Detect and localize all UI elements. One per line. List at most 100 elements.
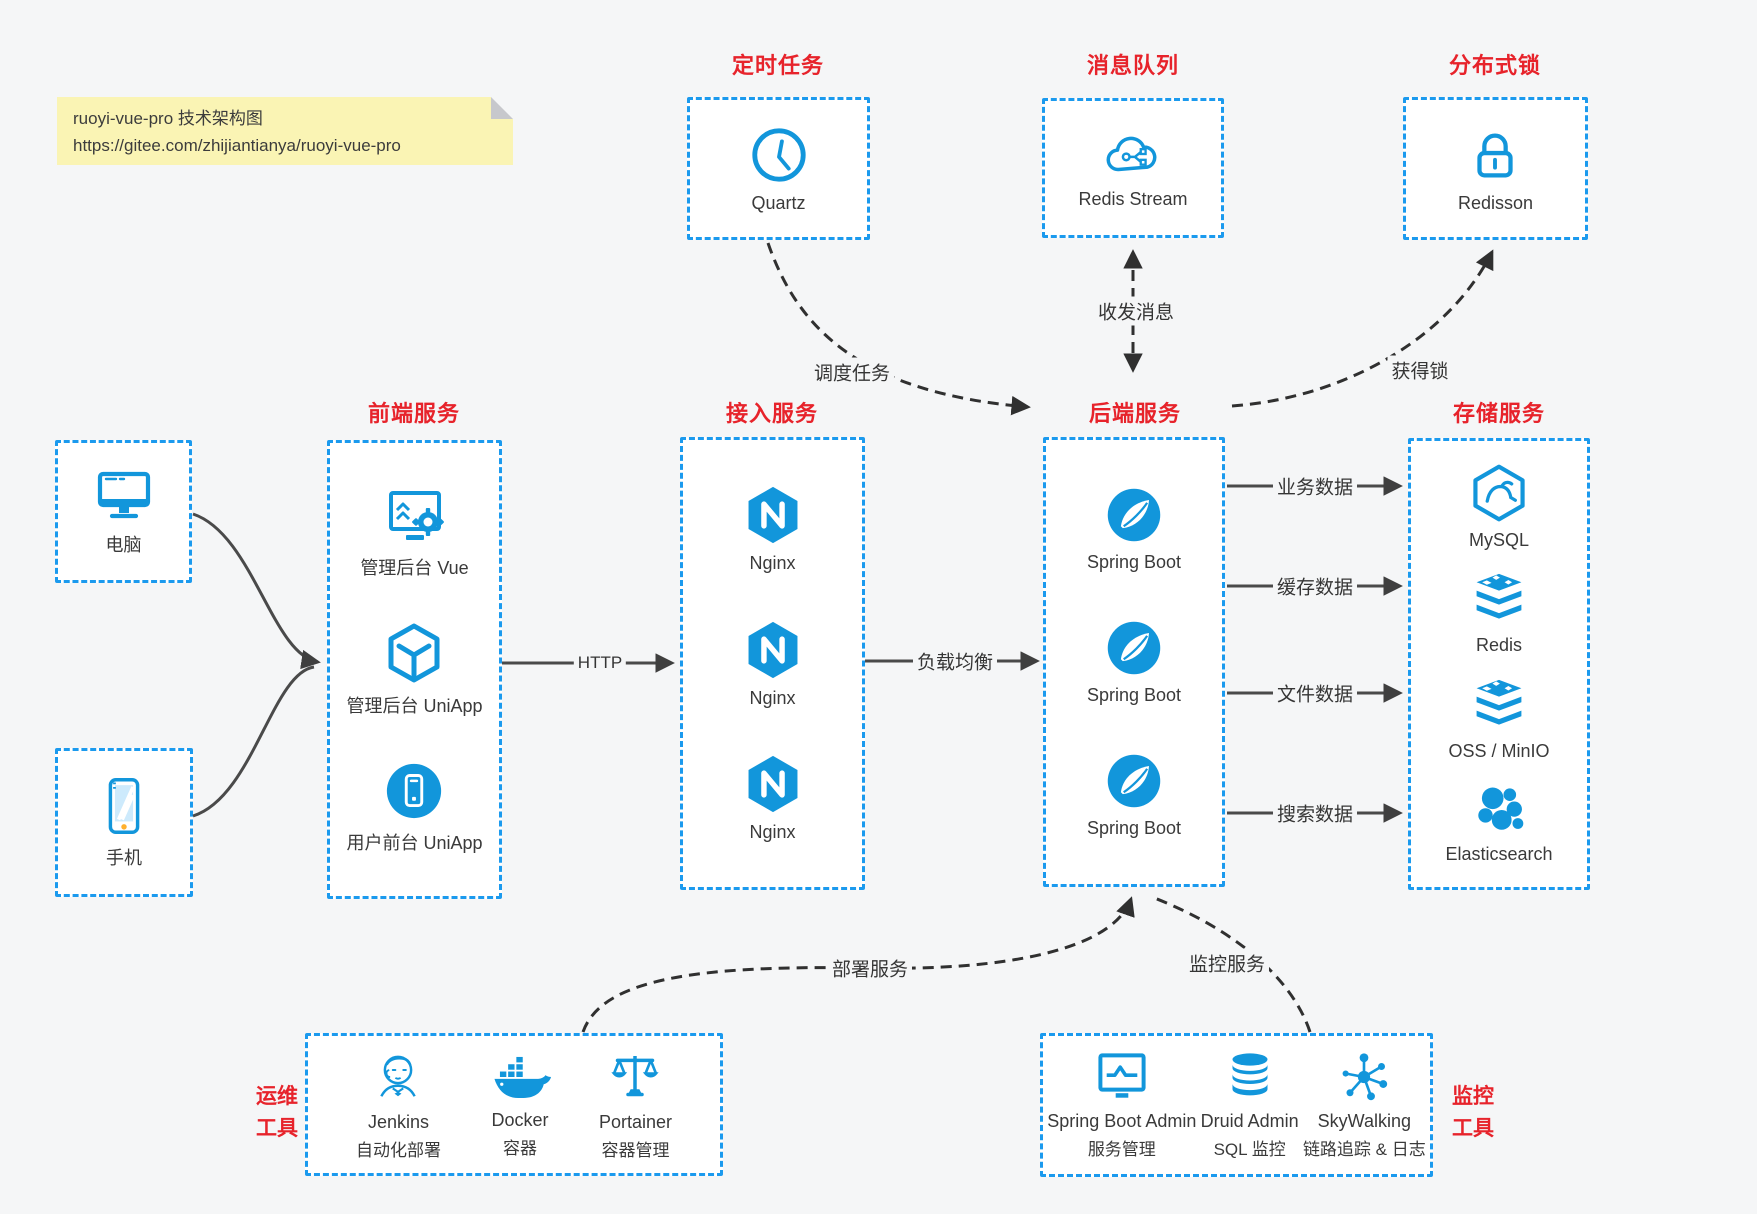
title-lock: 分布式锁 (1448, 53, 1541, 78)
spring-icon (1107, 488, 1161, 542)
nginx-icon (748, 487, 797, 544)
group-monitoring: Spring Boot Admin 服务管理 Druid Admin SQL 监… (1040, 1033, 1433, 1177)
node-label: Spring Boot (1086, 818, 1182, 838)
sba-monitor-icon (1098, 1053, 1146, 1098)
group-client-pc: 电脑 (55, 440, 192, 583)
node-label: Nginx (749, 687, 796, 708)
node-label: Portainer (598, 1111, 672, 1132)
node-sublabel: SQL 监控 (1213, 1140, 1286, 1159)
jenkins-icon (380, 1055, 417, 1097)
node-springboot-2: Spring Boot (1087, 618, 1181, 706)
node-label: Spring Boot (1086, 685, 1182, 705)
node-label: Redis Stream (1078, 189, 1188, 209)
node-sublabel: 链路追踪 & 日志 (1302, 1140, 1426, 1159)
node-nginx-1: Nginx (744, 484, 802, 574)
node-label: Spring Boot (1086, 552, 1182, 572)
portainer-icon (611, 1055, 660, 1096)
edge-label-cache-data: 缓存数据 (1272, 571, 1358, 601)
smartphone-icon (108, 777, 140, 835)
edge-acquire-lock (1231, 249, 1494, 408)
node-docker: Docker 容器 (489, 1051, 551, 1159)
title-backend: 后端服务 (1088, 401, 1181, 426)
node-label: Quartz (751, 192, 806, 213)
node-elasticsearch: Elasticsearch (1445, 783, 1553, 865)
group-scheduler: Quartz (687, 97, 870, 240)
node-label: Elasticsearch (1445, 844, 1553, 865)
phone-circle-icon (387, 763, 442, 818)
node-label: Redis (1475, 635, 1523, 656)
docker-icon (494, 1056, 551, 1098)
node-label: 管理后台 Vue (360, 557, 469, 578)
node-springboot-1: Spring Boot (1087, 485, 1181, 573)
redis-stack-icon (1476, 574, 1522, 619)
spring-icon (1107, 621, 1161, 675)
node-springboot-admin: Spring Boot Admin 服务管理 (1047, 1050, 1196, 1160)
cloud-share-icon (1106, 136, 1157, 172)
node-label: 电脑 (105, 535, 142, 555)
node-nginx-2: Nginx (744, 619, 802, 709)
edge-label-file-data: 文件数据 (1272, 678, 1358, 708)
node-skywalking: SkyWalking 链路追踪 & 日志 (1303, 1050, 1426, 1160)
node-jenkins: Jenkins 自动化部署 (356, 1049, 441, 1161)
edge-label-http: HTTP (573, 652, 627, 674)
edge-label-search-data: 搜索数据 (1272, 798, 1358, 828)
node-quartz: Quartz (748, 124, 810, 214)
elasticsearch-icon (1478, 787, 1524, 831)
group-devops: Jenkins 自动化部署 Docker 容器 (305, 1033, 723, 1176)
edge-label-load-balance: 负载均衡 (912, 646, 998, 676)
node-label: 手机 (106, 848, 142, 868)
title-storage: 存储服务 (1452, 401, 1545, 426)
group-lock: Redisson (1403, 97, 1588, 240)
edge-label-deploy-service: 部署服务 (827, 953, 913, 983)
node-label: 用户前台 UniApp (346, 832, 483, 853)
title-mq: 消息队列 (1086, 53, 1179, 78)
node-nginx-3: Nginx (744, 753, 802, 843)
edge-label-biz-data: 业务数据 (1272, 471, 1358, 501)
node-label: Nginx (749, 553, 796, 574)
edge-pc-to-frontend (192, 512, 321, 670)
node-admin-vue: 管理后台 Vue (360, 485, 469, 580)
node-label: Docker (491, 1109, 549, 1130)
node-label: Redisson (1457, 192, 1534, 213)
skywalking-icon (1342, 1053, 1388, 1101)
group-client-phone: 手机 (55, 748, 193, 897)
group-gateway: Nginx Nginx Nginx (680, 437, 865, 890)
cube-icon (388, 623, 440, 683)
node-label: OSS / MinIO (1448, 740, 1550, 761)
node-sublabel: 服务管理 (1087, 1140, 1156, 1159)
node-sublabel: 自动化部署 (355, 1140, 441, 1160)
note-url: https://gitee.com/zhijiantianya/ruoyi-vu… (73, 136, 401, 155)
node-springboot-3: Spring Boot (1087, 751, 1181, 839)
spring-icon (1107, 754, 1161, 808)
node-label: Nginx (749, 821, 796, 842)
mysql-icon (1473, 464, 1525, 521)
node-admin-uniapp: 管理后台 UniApp (346, 621, 483, 718)
node-label: Spring Boot Admin (1047, 1111, 1197, 1131)
edge-phone-to-frontend (192, 665, 315, 818)
title-monitoring: 监控 工具 (1452, 1085, 1494, 1140)
node-label: Druid Admin (1200, 1111, 1299, 1131)
node-redisson: Redisson (1458, 124, 1533, 214)
node-label: Jenkins (367, 1111, 429, 1132)
group-mq: Redis Stream (1042, 98, 1224, 238)
node-mysql: MySQL (1469, 463, 1529, 551)
node-phone: 手机 (95, 775, 153, 870)
edge-label-acquire-lock: 获得锁 (1387, 355, 1453, 385)
redis-stack-icon (1476, 679, 1522, 725)
sticky-note: ruoyi-vue-pro 技术架构图 https://gitee.com/zh… (57, 97, 513, 165)
node-label: 管理后台 UniApp (346, 696, 483, 716)
node-sublabel: 容器管理 (601, 1140, 670, 1160)
nginx-icon (748, 621, 797, 678)
node-redis-stream: Redis Stream (1078, 126, 1188, 210)
node-portainer: Portainer 容器管理 (599, 1049, 672, 1161)
node-label: SkyWalking (1317, 1111, 1412, 1131)
group-storage: MySQL Redis OSS / MinIO (1408, 438, 1590, 890)
node-user-uniapp: 用户前台 UniApp (346, 760, 483, 855)
group-frontend: 管理后台 Vue 管理后台 UniApp 用户前台 UniApp (327, 440, 502, 899)
node-computer: 电脑 (92, 466, 156, 557)
clock-icon (751, 127, 806, 182)
druid-db-icon (1232, 1053, 1268, 1096)
note-title: ruoyi-vue-pro 技术架构图 (73, 109, 263, 128)
node-redis: Redis (1469, 572, 1529, 656)
